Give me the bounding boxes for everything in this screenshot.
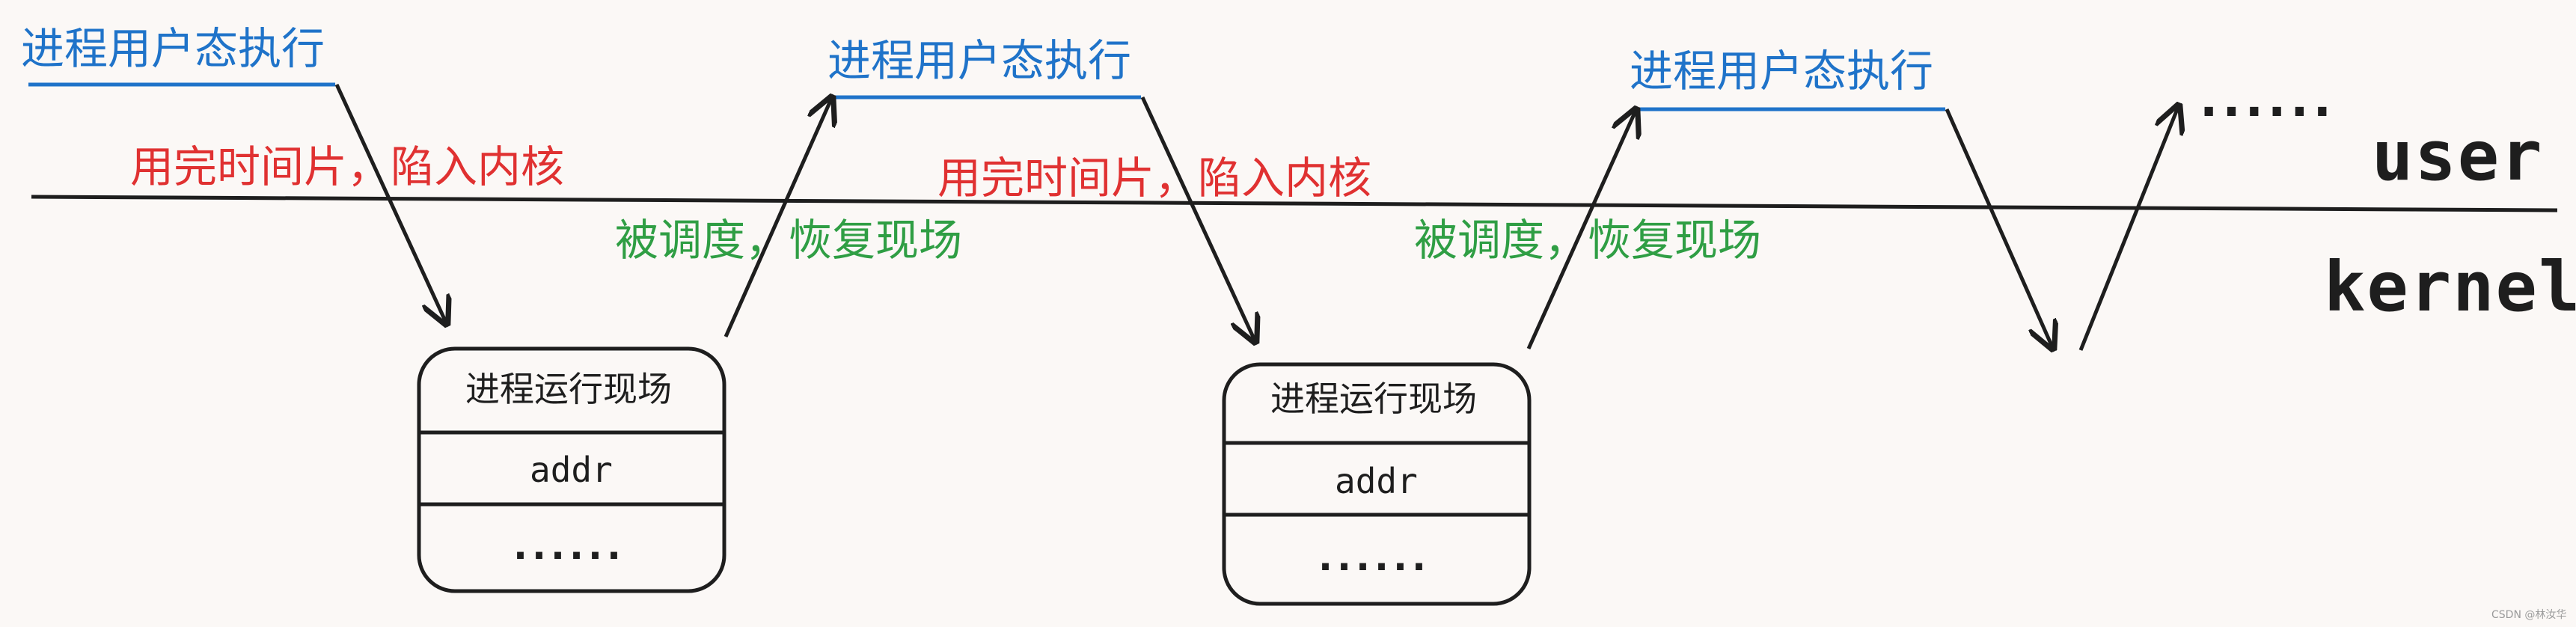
user-exec-label-1: 进程用户态执行 (21, 23, 325, 74)
context-box-1 (417, 346, 726, 593)
context-box-2-title: 进程运行现场 (1270, 379, 1477, 419)
watermark: CSDN @林汝华 (2491, 609, 2567, 621)
trap-arrow-3 (1945, 108, 2053, 349)
resume-arrow-3 (2078, 105, 2179, 351)
context-box-2-addr: addr (1335, 461, 1418, 501)
kernel-zone-label: kernel (2324, 247, 2576, 327)
resume-arrow-2 (1526, 109, 1636, 350)
user-zone-label: user (2372, 116, 2544, 196)
user-exec-label-3: 进程用户态执行 (1630, 46, 1934, 97)
trap-arrow-2 (1140, 96, 1255, 342)
resume-label-2: 被调度，恢复现场 (1414, 215, 1762, 266)
trap-arrow-1 (334, 83, 447, 324)
context-box-1-more: ...... (513, 524, 625, 568)
context-box-2 (1222, 362, 1532, 606)
slice-trap-label-2: 用完时间片，陷入内核 (937, 153, 1372, 204)
slice-trap-label-1: 用完时间片，陷入内核 (130, 141, 565, 192)
user-exec-label-2: 进程用户态执行 (827, 35, 1132, 86)
resume-label-1: 被调度，恢复现场 (615, 215, 963, 266)
resume-arrow-1 (723, 97, 832, 338)
continuation-ellipsis: ...... (2200, 73, 2336, 128)
context-box-1-addr: addr (530, 450, 613, 490)
context-box-2-more: ...... (1318, 536, 1431, 579)
context-box-1-title: 进程运行现场 (465, 369, 672, 409)
